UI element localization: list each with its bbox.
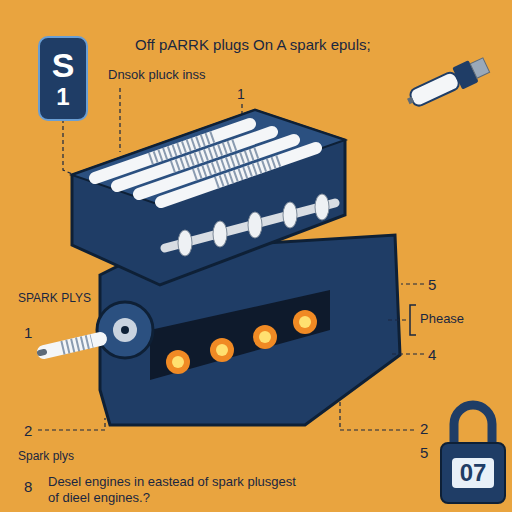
combustion-flames	[166, 310, 317, 374]
part-label: Spark plys	[18, 450, 74, 464]
part-label: Phease	[420, 312, 464, 327]
label-bracket	[410, 305, 416, 335]
spark-plug-row	[95, 124, 316, 202]
callout-number: 1	[237, 86, 245, 102]
callout-number: 2	[24, 422, 32, 439]
side-spark-plug	[40, 339, 100, 353]
callout-number: 2	[420, 420, 428, 437]
caption-text: Desel engines in eastead of spark plusge…	[48, 474, 308, 506]
diagram-title: Off pARRK plugs On A spark epuls;	[135, 36, 371, 53]
pulley	[97, 302, 153, 358]
part-label: SPARK PLYS	[18, 292, 91, 306]
callout-number: 4	[428, 346, 436, 363]
callout-number: 8	[24, 478, 32, 495]
leader-lines	[38, 88, 424, 430]
node-text: S	[52, 48, 75, 84]
padlock-body: 07	[440, 442, 506, 504]
combustion-window	[150, 290, 330, 380]
node-text: 07	[452, 458, 495, 487]
loose-spark-plug	[403, 54, 491, 112]
callout-number: 5	[428, 276, 436, 293]
callout-number: 5	[420, 444, 428, 461]
camshaft	[165, 194, 335, 256]
cylinder-head	[72, 110, 345, 285]
part-label: Dnsok pluck inss	[108, 68, 206, 83]
node-text: 1	[56, 84, 69, 109]
head-top	[72, 110, 345, 205]
callout-number: 1	[24, 324, 32, 341]
badge-box: S1	[38, 36, 88, 121]
